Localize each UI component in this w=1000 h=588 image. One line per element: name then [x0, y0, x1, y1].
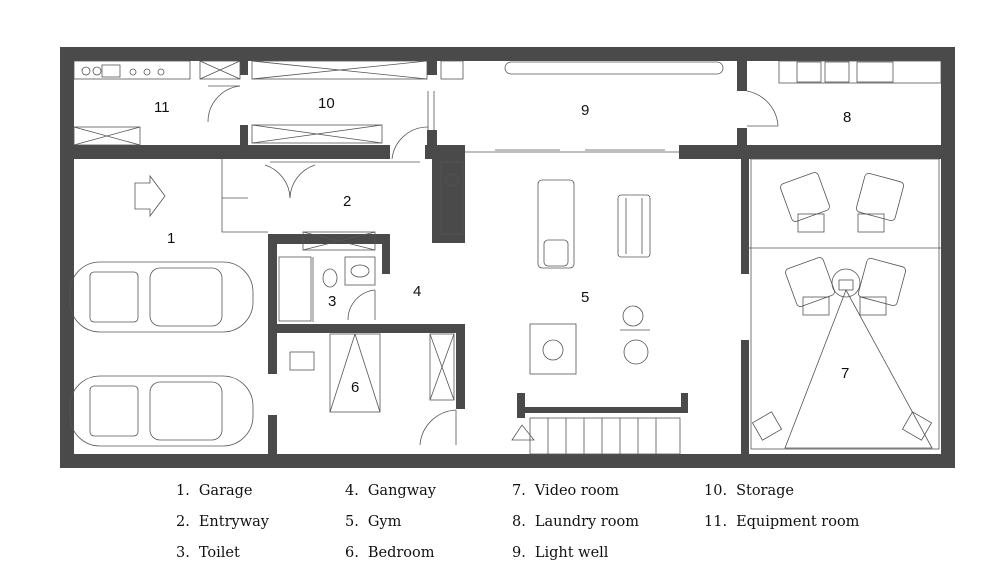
stair-icon	[511, 417, 681, 455]
wall-storage-left-b	[240, 125, 248, 145]
wall-storage-left	[240, 61, 248, 75]
rower-icon	[620, 305, 650, 365]
legend-item: 2. Entryway	[176, 514, 269, 530]
wall-bedroom-right	[456, 324, 465, 409]
wall-light-well	[425, 145, 465, 159]
legend-label: Entryway	[198, 514, 269, 530]
wall-laundry-left-b	[737, 128, 747, 159]
wall-top	[60, 47, 955, 61]
room-number-11: 11	[154, 99, 170, 116]
legend-number: 3.	[176, 545, 190, 561]
legend-item: 10. Storage	[704, 483, 794, 499]
wall-toilet-top	[268, 234, 388, 244]
legend-number: 9.	[512, 545, 526, 561]
legend-number: 7.	[512, 483, 526, 499]
car-icon	[69, 261, 254, 333]
legend-label: Gym	[367, 514, 402, 530]
wall-bedroom-top	[268, 324, 465, 333]
wall-storage-right	[427, 61, 437, 75]
room-number-10: 10	[318, 95, 335, 112]
legend-number: 1.	[176, 483, 190, 499]
legend-item: 5. Gym	[345, 514, 401, 530]
legend-item: 11. Equipment room	[704, 514, 859, 530]
wall-right	[941, 47, 955, 468]
legend-label: Bedroom	[367, 545, 435, 561]
legend-item: 6. Bedroom	[345, 545, 435, 561]
wall-north-rooms	[60, 145, 390, 159]
legend-label: Light well	[534, 545, 609, 561]
room-number-6: 6	[351, 379, 359, 396]
legend-item: 7. Video room	[512, 483, 619, 499]
wall-bottom	[60, 454, 955, 468]
legend-number: 2.	[176, 514, 190, 530]
room-number-7: 7	[841, 365, 849, 382]
legend-item: 8. Laundry room	[512, 514, 639, 530]
legend-number: 11.	[704, 514, 728, 530]
wall-column	[432, 159, 465, 243]
room-number-1: 1	[167, 230, 175, 247]
room-number-4: 4	[413, 283, 421, 300]
legend-label: Garage	[198, 483, 253, 499]
room-number-8: 8	[843, 109, 851, 126]
legend-label: Toilet	[198, 545, 240, 561]
wall-storage-right-b	[427, 130, 437, 145]
legend-item: 3. Toilet	[176, 545, 240, 561]
legend-number: 8.	[512, 514, 526, 530]
room-numbers: 1 2 3 4 5 6 7 8 9 10 11	[154, 95, 851, 396]
legend-item: 1. Garage	[176, 483, 253, 499]
legend-label: Storage	[736, 483, 794, 499]
treadmill-icon	[537, 179, 575, 269]
room-number-3: 3	[328, 293, 336, 310]
wall-toilet-right	[382, 234, 390, 274]
bike-icon	[529, 323, 577, 375]
legend-label: Gangway	[367, 483, 436, 499]
room-number-2: 2	[343, 193, 351, 210]
walls	[60, 47, 955, 468]
interior-lines	[69, 60, 942, 455]
entrance-arrow-icon	[134, 174, 166, 218]
room-number-5: 5	[581, 289, 589, 306]
wall-laundry-left	[737, 61, 747, 91]
legend-number: 6.	[345, 545, 359, 561]
legend-label: Equipment room	[736, 514, 860, 530]
car-icon	[69, 375, 254, 447]
legend-number: 4.	[345, 483, 359, 499]
legend-item: 4. Gangway	[345, 483, 436, 499]
wall-toilet-left	[268, 234, 277, 324]
wall-stair-top	[517, 407, 687, 413]
wall-stair	[517, 393, 525, 418]
wall-video-left	[741, 159, 749, 274]
wall-stair-right	[681, 393, 688, 413]
legend-number: 10.	[704, 483, 728, 499]
legend-number: 5.	[345, 514, 359, 530]
wall-bedroom-left-b	[268, 415, 277, 455]
room-number-9: 9	[581, 102, 589, 119]
wall-laundry	[679, 145, 955, 159]
bench-icon	[617, 194, 651, 258]
legend-item: 9. Light well	[512, 545, 608, 561]
wall-bedroom-left	[268, 324, 277, 374]
legend-label: Laundry room	[534, 514, 639, 530]
wall-video-left-b	[741, 340, 749, 454]
wall-left	[60, 47, 74, 468]
armchair-icon	[780, 172, 906, 316]
legend-label: Video room	[534, 483, 620, 499]
